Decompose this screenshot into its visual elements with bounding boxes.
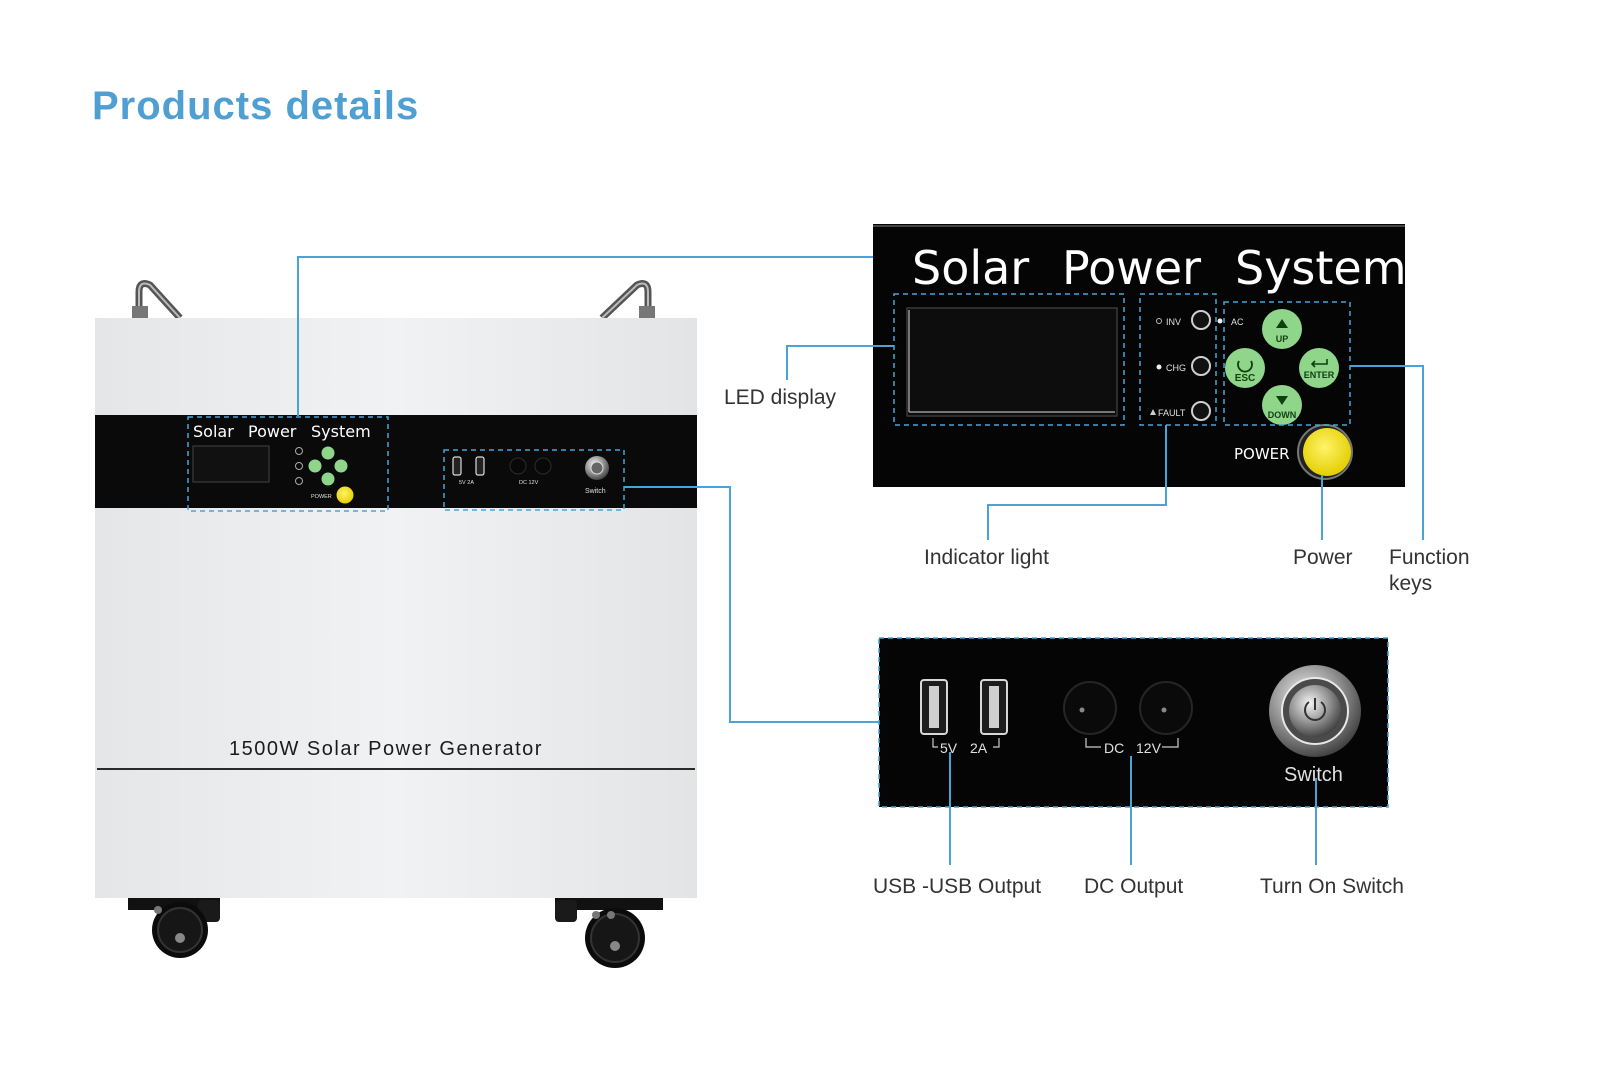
switch-label: Switch xyxy=(1284,764,1343,786)
power-label: POWER xyxy=(1234,445,1290,463)
usb-label-5v: 5V xyxy=(940,740,958,756)
wheel-left xyxy=(128,898,220,958)
mini-indicator-inv xyxy=(295,447,303,455)
led-display-screen xyxy=(906,307,1118,417)
generator-body xyxy=(95,318,697,898)
usb-label-2a: 2A xyxy=(970,740,988,756)
highlight-output-area xyxy=(443,449,625,511)
generator-unit: Solar Power System POWER 5V 2A DC 12V Sw… xyxy=(95,280,697,968)
mini-key-down xyxy=(321,472,335,486)
callout-turn-on-switch: Turn On Switch xyxy=(1260,875,1404,898)
dc-port-2 xyxy=(1139,681,1193,735)
ac-label: AC xyxy=(1231,317,1244,327)
callout-power: Power xyxy=(1293,546,1353,569)
fault-triangle-icon xyxy=(1150,409,1156,415)
mini-indicator-fault xyxy=(295,477,303,485)
leader-indicator-light xyxy=(987,425,1167,540)
highlight-control-area xyxy=(187,416,389,512)
enter-arrow-icon xyxy=(1310,359,1328,368)
output-panel-closeup: 5V 2A DC 12V Switch xyxy=(878,637,1389,808)
brand-system: System xyxy=(1235,241,1407,295)
leader-function-keys xyxy=(1350,365,1424,540)
mini-key-up xyxy=(321,446,335,460)
turn-on-switch xyxy=(1269,665,1361,757)
key-esc: ESC xyxy=(1225,348,1265,388)
dc-label-dc: DC xyxy=(1104,740,1124,756)
brand-power: Power xyxy=(1062,241,1201,295)
mini-brand-solar: Solar xyxy=(193,422,234,441)
mini-usb-port-1 xyxy=(452,456,462,476)
callout-usb-output: USB -USB Output xyxy=(873,875,1042,898)
mini-indicator-chg xyxy=(295,462,303,470)
product-name: 1500W Solar Power Generator xyxy=(229,738,543,760)
ac-dot xyxy=(1217,318,1223,324)
indicator-chg-label: CHG xyxy=(1166,363,1186,373)
wheel-right xyxy=(555,898,663,968)
callout-indicator-light: Indicator light xyxy=(924,546,1049,569)
key-up-label: UP xyxy=(1276,334,1289,344)
indicator-inv-dot xyxy=(1156,318,1162,324)
control-panel-closeup: Solar Power System INV CHG FAULT AC UP E… xyxy=(873,224,1407,487)
mini-power-button xyxy=(336,486,354,504)
page-title: Products details xyxy=(92,84,420,128)
key-esc-label: ESC xyxy=(1235,373,1256,384)
key-enter-label: ENTER xyxy=(1304,370,1335,380)
mini-dc-port-1 xyxy=(509,457,527,475)
key-down: DOWN xyxy=(1262,385,1302,425)
indicator-inv-light xyxy=(1191,310,1211,330)
key-down-label: DOWN xyxy=(1268,410,1297,420)
arrow-down-icon xyxy=(1276,396,1288,405)
power-button xyxy=(1303,428,1351,476)
indicator-fault-light xyxy=(1191,401,1211,421)
dc-port-1 xyxy=(1063,681,1117,735)
mini-usb-label: 5V 2A xyxy=(459,480,474,486)
mini-switch-label: Switch xyxy=(585,488,606,495)
callout-led-display: LED display xyxy=(724,386,837,409)
callout-function-keys: Function keys xyxy=(1389,545,1470,597)
key-enter: ENTER xyxy=(1299,348,1339,388)
return-circle-icon xyxy=(1237,360,1253,373)
brand-solar: Solar xyxy=(912,241,1029,295)
leader-control-panel xyxy=(297,256,873,416)
indicator-fault-label: FAULT xyxy=(1158,408,1186,418)
mini-power-label: POWER xyxy=(311,494,332,500)
indicator-chg-light xyxy=(1191,356,1211,376)
mini-brand-system: System xyxy=(311,422,371,441)
callout-function-keys-line2: keys xyxy=(1389,572,1433,595)
mini-usb-port-2 xyxy=(475,456,485,476)
power-symbol-icon xyxy=(1304,701,1326,721)
indicator-chg-dot xyxy=(1156,364,1162,370)
usb-port-1 xyxy=(920,679,948,735)
mini-led-display xyxy=(192,445,270,483)
leader-lines xyxy=(297,256,1424,865)
key-up: UP xyxy=(1262,309,1302,349)
arrow-up-icon xyxy=(1276,319,1288,328)
leader-output-panel xyxy=(624,486,879,723)
mini-dc-port-2 xyxy=(534,457,552,475)
leader-led-display xyxy=(786,345,894,380)
mini-brand-power: Power xyxy=(248,422,297,441)
usb-port-2 xyxy=(980,679,1008,735)
mini-dc-label: DC 12V xyxy=(519,480,539,486)
highlight-function-keys xyxy=(1223,301,1351,426)
highlight-indicators xyxy=(1139,293,1217,426)
mini-key-esc xyxy=(308,459,322,473)
indicator-inv-label: INV xyxy=(1166,317,1181,327)
mini-key-enter xyxy=(334,459,348,473)
callout-dc-output: DC Output xyxy=(1084,875,1184,898)
callout-function-keys-line1: Function xyxy=(1389,546,1470,569)
dc-label-12v: 12V xyxy=(1136,740,1162,756)
